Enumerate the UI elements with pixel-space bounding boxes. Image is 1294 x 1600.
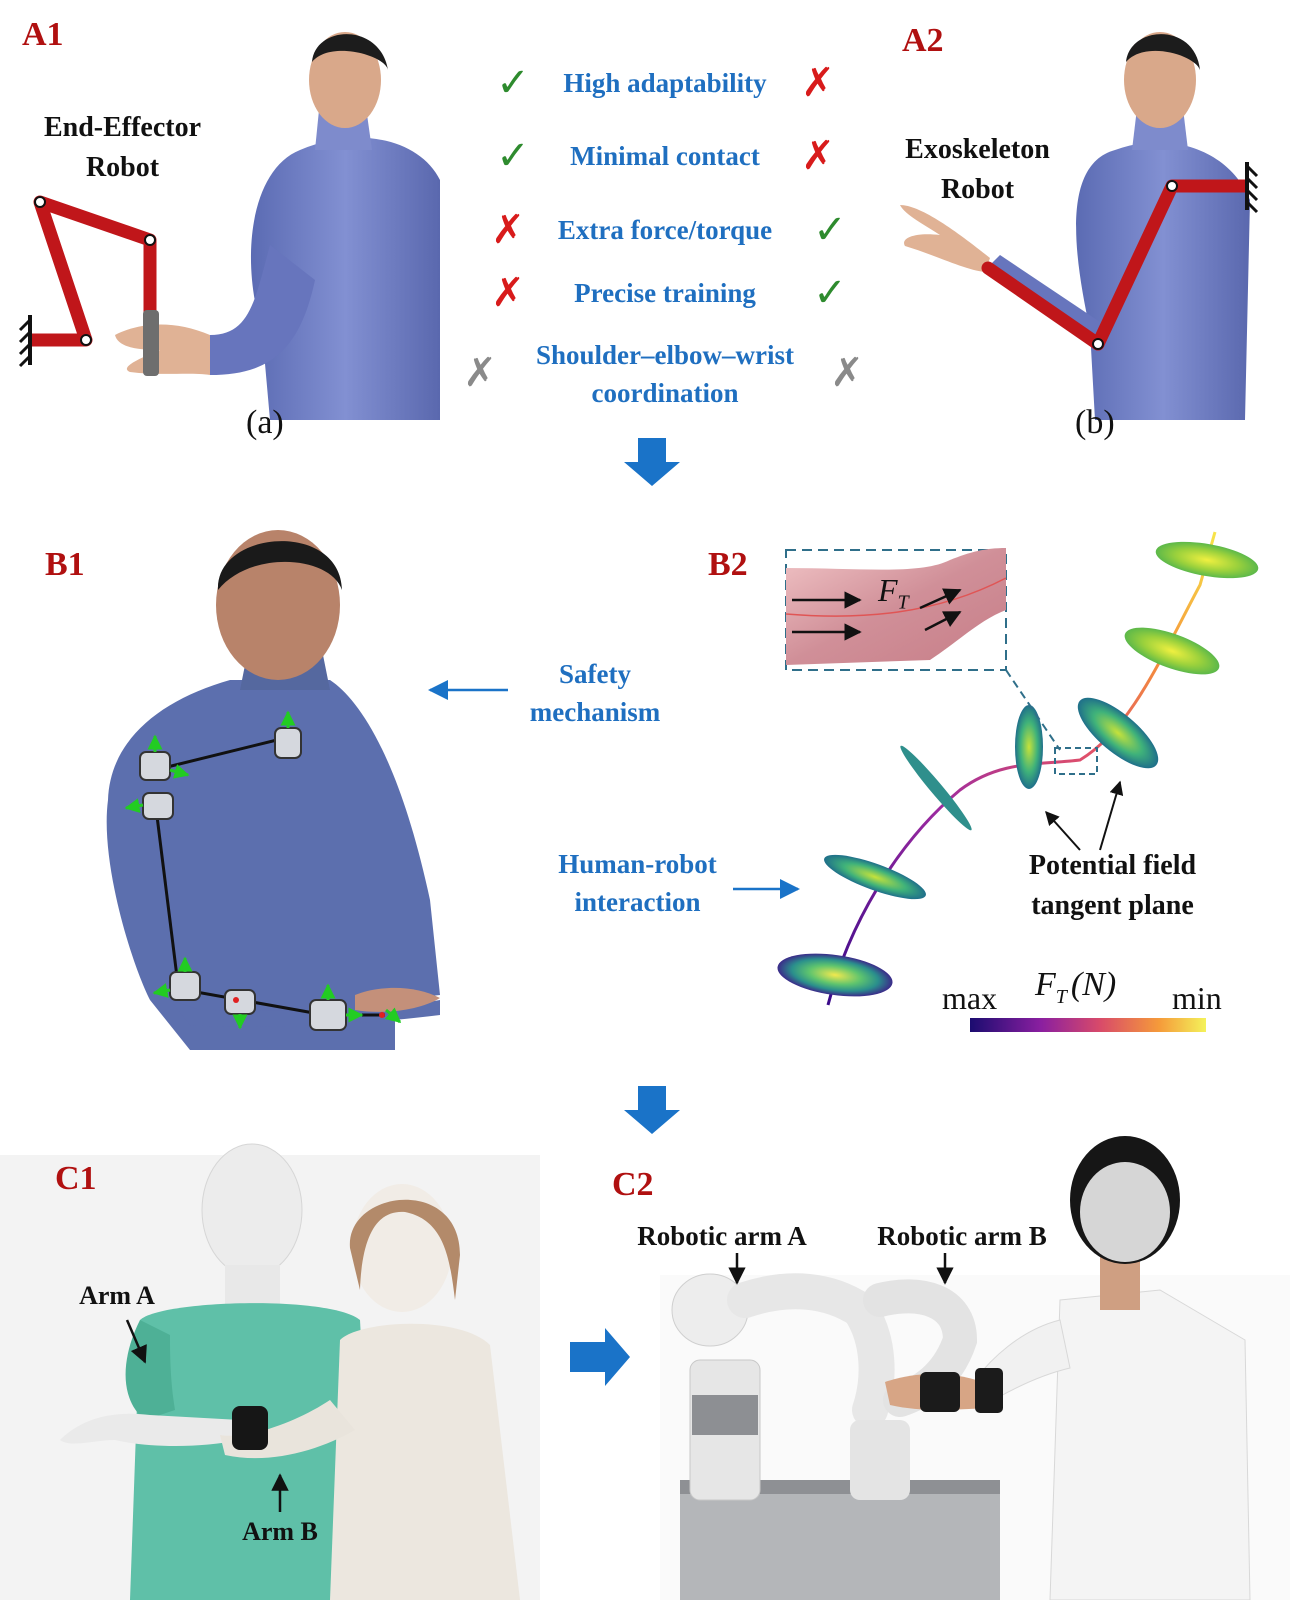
comparison-label-1: Minimal contact [570,141,760,171]
coordination-left-mark: ✗ [463,350,497,396]
coordination-right-mark: ✗ [830,350,864,396]
panel-label-b1: B1 [45,546,85,583]
panel-label-c2: C2 [612,1166,654,1203]
colorbar-symbol: F [1035,966,1056,1003]
robotic-arm-b-label: Robotic arm B [877,1221,1047,1251]
b1-human [106,530,441,1050]
arm-b-label: Arm B [242,1517,318,1546]
end-effector-line1: End-Effector [43,112,202,143]
c1-mannequins [0,1143,540,1600]
a2-person [900,32,1250,420]
arm-a-arrow [125,1319,147,1364]
comparison-right-mark-2: ✓ [813,207,847,253]
ft-zoom-label: FT [878,572,909,614]
a2-robot [981,162,1259,351]
hri-label: Human-robot interaction [525,845,750,921]
down-arrow-1 [624,438,680,486]
colorbar-min: min [1172,980,1222,1016]
panel-label-a2: A2 [902,22,944,59]
panel-label-a1: A1 [22,16,64,53]
comparison-left-mark-3: ✗ [491,270,525,316]
safety-line1: Safety [559,659,631,689]
pf-line1: Potential field [1028,850,1197,881]
a1-person [115,32,440,420]
safety-line2: mechanism [529,697,661,727]
colorbar-unit: (N) [1070,966,1117,1003]
exoskeleton-line2: Robot [940,174,1015,205]
panel-label-c1: C1 [55,1160,97,1197]
safety-mechanism-label: Safety mechanism [500,655,690,731]
colorbar [970,1018,1206,1032]
down-arrow-2 [624,1086,680,1134]
comparison-left-mark-1: ✓ [496,133,530,179]
colorbar-title: FT(N) [1035,966,1116,1009]
end-effector-line2: Robot [85,152,160,183]
comparison-label-2: Extra force/torque [557,215,773,245]
robotic-arm-a-label: Robotic arm A [637,1221,807,1251]
right-arrow [570,1328,630,1386]
ft-subscript: T [897,591,909,614]
panel-label-b2: B2 [708,546,748,583]
subfigure-label-a: (a) [246,404,284,441]
comparison-left-mark-0: ✓ [496,60,530,106]
comparison-label-3: Precise training [574,278,756,308]
comparison-right-mark-1: ✗ [801,133,835,179]
a1-robot [18,195,159,376]
comparison-label-0: High adaptability [563,68,767,98]
b1-joint-model [124,710,402,1031]
comparison-left-mark-2: ✗ [491,207,525,253]
potential-field-label: Potential field tangent plane [1000,846,1225,926]
coordination-line1: Shoulder–elbow–wrist [535,340,795,370]
coordination-label: Shoulder–elbow–wrist coordination [505,336,825,412]
end-effector-label: End-Effector Robot [20,108,225,188]
c2-photo [660,1136,1290,1600]
subfigure-label-b: (b) [1075,404,1115,441]
comparison-right-mark-0: ✗ [801,60,835,106]
coordination-line2: coordination [591,378,739,408]
ft-symbol: F [878,572,898,608]
hri-line2: interaction [574,887,701,917]
exoskeleton-label: Exoskeleton Robot [880,130,1075,210]
hri-line1: Human-robot [558,849,717,879]
colorbar-max: max [942,980,998,1016]
exoskeleton-line1: Exoskeleton [905,134,1050,165]
colorbar-subscript: T [1055,985,1067,1008]
comparison-right-mark-3: ✓ [813,270,847,316]
arm-a-label: Arm A [79,1281,155,1310]
pf-line2: tangent plane [1031,890,1194,921]
b2-field-plot [777,531,1259,1032]
